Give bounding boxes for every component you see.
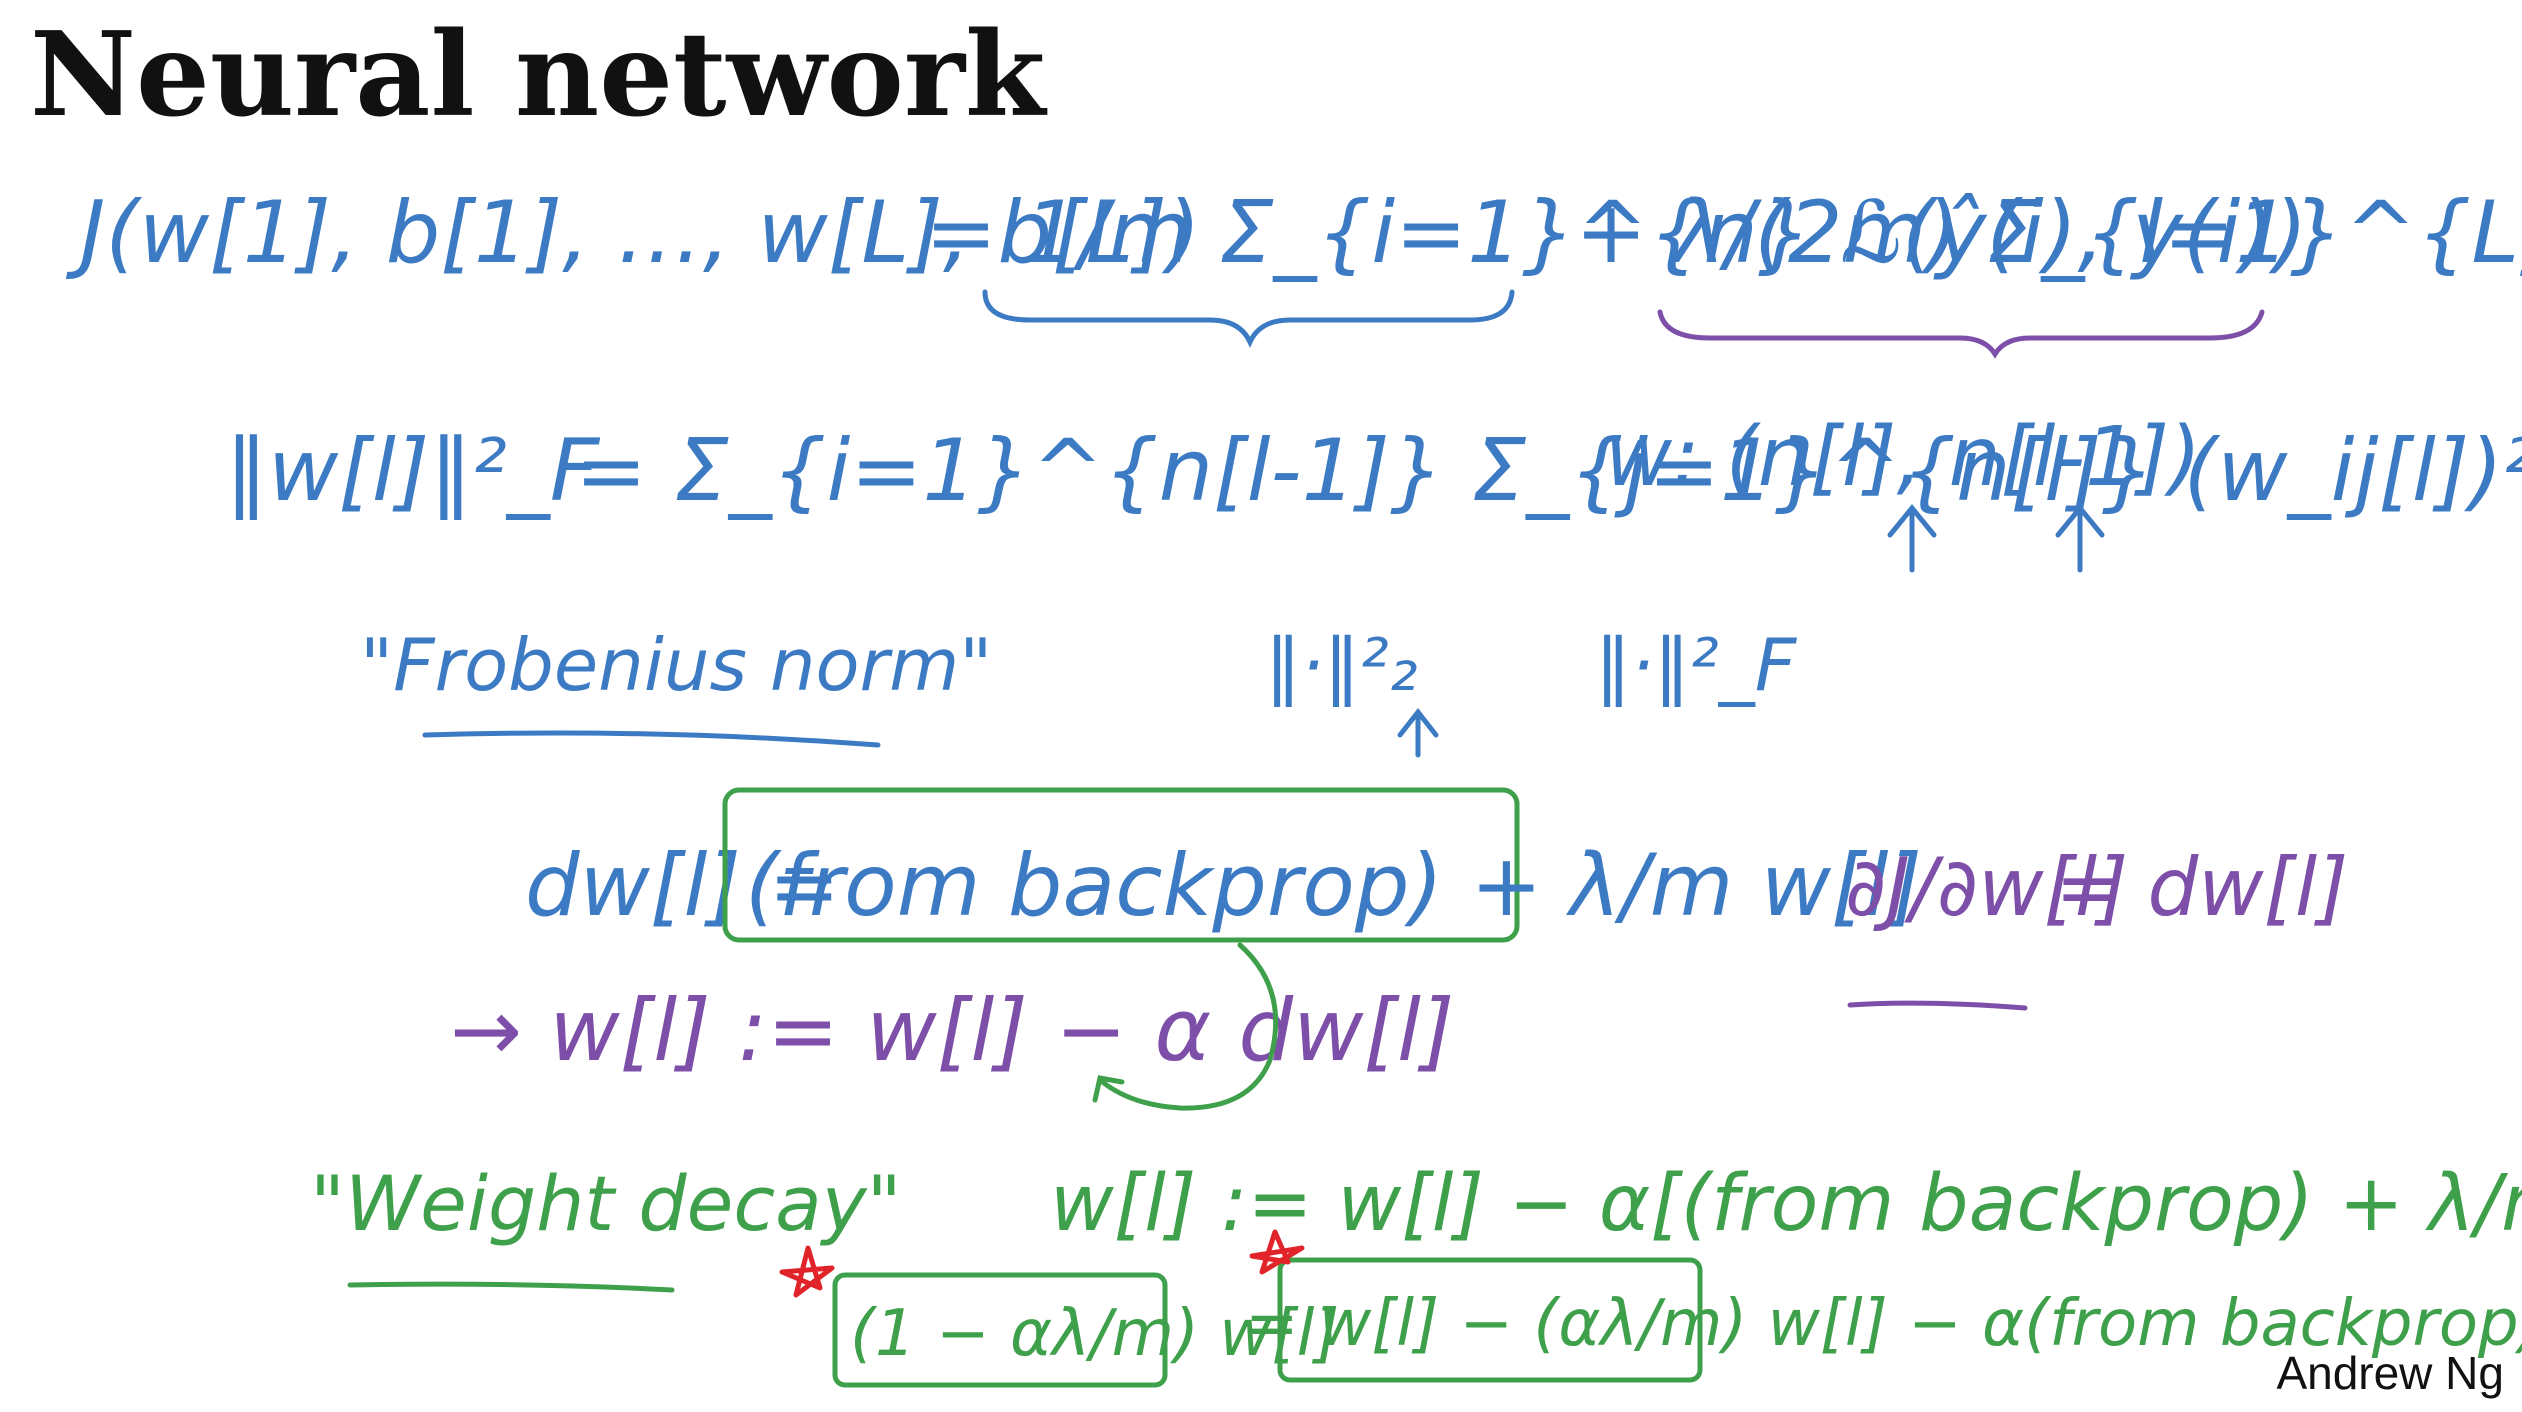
update-equation: → w[l] := w[l] − α dw[l] xyxy=(450,981,1454,1081)
decay-line2: = w[l] − (αλ/m) w[l] − α(from backprop) xyxy=(1245,1287,2522,1361)
dw-lhs: dw[l] = xyxy=(525,836,840,936)
cost-reg-term: + λ/(2m) Σ_{l=1}^{L} ‖w[l]‖²_F xyxy=(1575,183,2522,283)
red-star-icon xyxy=(1249,1229,1305,1275)
frobenius-label: "Frobenius norm" xyxy=(360,623,992,707)
grad-lhs: ∂J/∂w[l] xyxy=(1845,841,2128,934)
f-norm: ‖·‖²_F xyxy=(1595,623,1798,708)
red-star-icon xyxy=(779,1245,835,1298)
frobenius-definition: ‖w[l]‖²_F = Σ_{i=1}^{n[l-1]} Σ_{j=1}^{n[… xyxy=(225,410,2522,573)
arrow-n-l xyxy=(1887,504,1937,573)
frob-lhs: ‖w[l]‖²_F xyxy=(225,421,601,521)
author-credit: Andrew Ng xyxy=(2276,1347,2504,1399)
decay-factor: (1 − αλ/m) w[l] xyxy=(850,1297,1339,1371)
w-shape: w: (n[l], n[l-1]) xyxy=(1605,410,2201,505)
decay-update: w[l] := w[l] − α[(from backprop) + λ/m w… xyxy=(1050,1159,2522,1249)
weight-decay: "Weight decay" w[l] := w[l] − α[(from ba… xyxy=(310,1159,2522,1388)
cost-lhs: J(w[1], b[1], …, w[L], b[L]) xyxy=(65,183,1201,283)
substitution-arrow xyxy=(1092,942,1279,1111)
weight-decay-underline xyxy=(347,1281,675,1293)
decay-factor-box xyxy=(832,1272,1168,1388)
grad-rhs: = dw[l] xyxy=(2055,841,2348,934)
page-title: Neural network xyxy=(30,7,1046,143)
l2-norm: ‖·‖²₂ xyxy=(1265,623,1418,708)
cost-loss-term: = 1/m Σ_{i=1}^{n} ℒ(ŷ(i), y(i)) xyxy=(925,183,2307,283)
dw-gradient: dw[l] = (from backprop) + λ/m w[l] ∂J/∂w… xyxy=(525,787,2348,1011)
decay-line2-box xyxy=(1277,1257,1703,1383)
frobenius-underline xyxy=(422,730,881,748)
weight-decay-label: "Weight decay" xyxy=(310,1159,902,1248)
update-rule: → w[l] := w[l] − α dw[l] xyxy=(450,942,1454,1111)
frob-rhs: = Σ_{i=1}^{n[l-1]} Σ_{j=1}^{n[l]} (w_ij[… xyxy=(575,421,2522,521)
dw-box-content: (from backprop) + λ/m w[l] xyxy=(745,836,1922,936)
grad-underline xyxy=(1847,1000,2028,1011)
reg-underbrace xyxy=(1657,309,2265,359)
l2-arrow xyxy=(1397,707,1439,758)
norm-labels: "Frobenius norm" ‖·‖²₂ ‖·‖²_F xyxy=(360,623,1798,758)
loss-underbrace xyxy=(982,289,1515,349)
arrow-n-l-minus-1 xyxy=(2055,504,2105,573)
cost-function: J(w[1], b[1], …, w[L], b[L]) = 1/m Σ_{i=… xyxy=(65,183,2522,359)
dw-box xyxy=(722,787,1520,943)
